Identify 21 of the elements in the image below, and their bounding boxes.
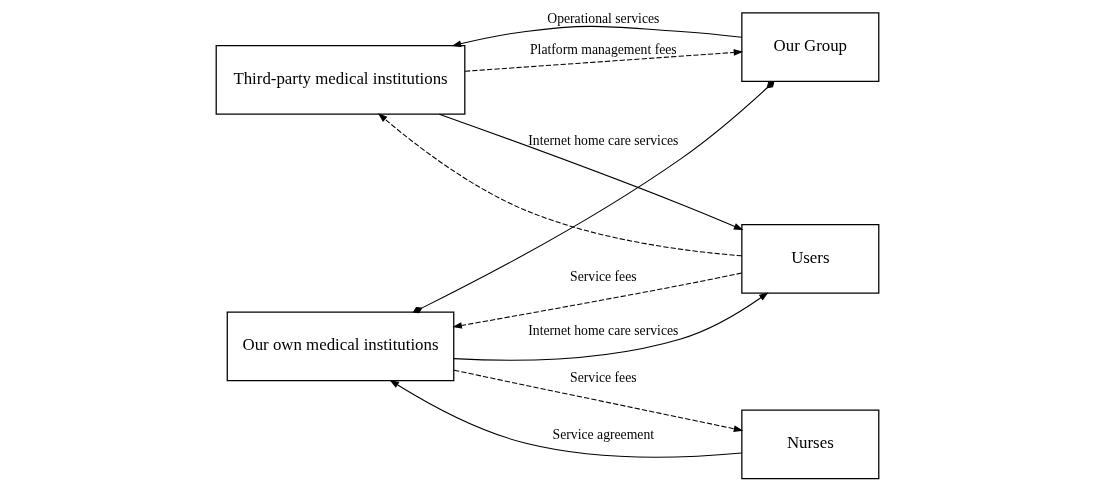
node-box: Nurses [741, 409, 880, 480]
edge-label: Service agreement [552, 427, 655, 443]
node-box: Users [741, 224, 880, 294]
arrow [438, 113, 744, 231]
node-box: Third-party medical institutions [215, 45, 466, 115]
arrow [453, 369, 744, 432]
edge-label: Service fees [570, 369, 637, 385]
node-box: Our Group [741, 12, 880, 83]
arrow [389, 379, 743, 458]
arrow [464, 49, 744, 72]
edge-label: Operational services [547, 11, 660, 27]
arrow [377, 113, 743, 257]
edge-label: Platform management fees [529, 41, 677, 57]
edge-label: Service fees [570, 269, 637, 285]
connector [412, 80, 775, 314]
edge-label: Internet home care services [528, 132, 679, 148]
arrow [452, 272, 743, 329]
arrow [453, 292, 769, 361]
edge-label: Internet home care services [528, 323, 679, 339]
node-box: Our own medical institutions [226, 311, 455, 382]
arrow [451, 25, 743, 47]
